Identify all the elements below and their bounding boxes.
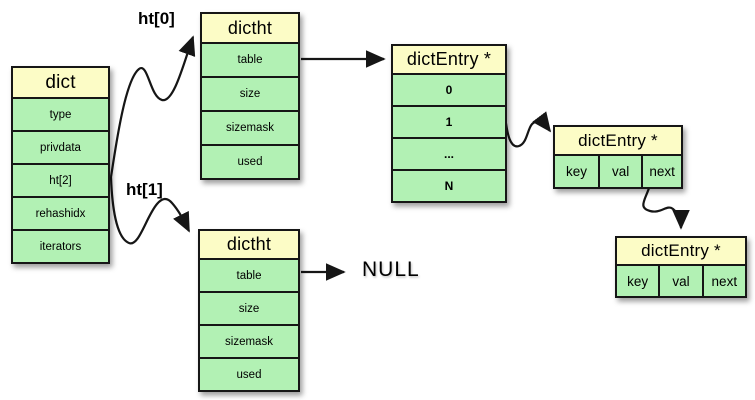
arrow-ht0 bbox=[109, 35, 196, 178]
bucket-row-1: 1 bbox=[393, 105, 505, 137]
dictht-top-row-table: table bbox=[202, 42, 298, 76]
ht0-edge-label: ht[0] bbox=[138, 9, 175, 28]
dictht-top-title: dictht bbox=[202, 14, 298, 42]
dict-box-title: dict bbox=[13, 68, 108, 97]
dictentry-node2-box: dictEntry * key val next bbox=[615, 236, 747, 298]
dictentry-node2-next: next bbox=[701, 266, 745, 296]
dictentry-node2-key: key bbox=[627, 273, 649, 289]
dictentry-node1-key: key bbox=[565, 164, 587, 179]
dictentry-node1-fields: key val next bbox=[555, 154, 681, 187]
bucket-row-0: 0 bbox=[393, 73, 505, 105]
dictht-bottom-row-table: table bbox=[200, 258, 298, 291]
dict-row-ht2: ht[2] bbox=[13, 163, 108, 196]
ht1-edge-label: ht[1] bbox=[126, 180, 163, 199]
dict-row-type: type bbox=[13, 97, 108, 130]
arrow-next-to-entry2 bbox=[642, 187, 690, 230]
dictentry-node2-title: dictEntry * bbox=[617, 238, 745, 264]
dictentry-node1-box: dictEntry * key val next bbox=[553, 125, 683, 189]
bucket-row-n: N bbox=[393, 169, 505, 201]
dictht-bottom-row-used: used bbox=[200, 357, 298, 390]
bucket-array-title: dictEntry * bbox=[393, 46, 505, 73]
dictentry-node2-val: val bbox=[658, 266, 701, 296]
dictentry-node1-val: val bbox=[597, 156, 641, 187]
arrow-bucket1-to-entry bbox=[503, 111, 552, 148]
dictentry-node2-fields: key val next bbox=[617, 264, 745, 296]
null-label: NULL bbox=[362, 258, 420, 281]
dictht-bottom-title: dictht bbox=[200, 231, 298, 258]
dictht-top-row-used: used bbox=[202, 144, 298, 178]
dictht-bottom-row-sizemask: sizemask bbox=[200, 324, 298, 357]
dict-row-rehashidx: rehashidx bbox=[13, 196, 108, 229]
dictht-top-box: dictht table size sizemask used bbox=[200, 12, 300, 180]
dictht-bottom-row-size: size bbox=[200, 291, 298, 324]
dict-row-privdata: privdata bbox=[13, 130, 108, 163]
dict-struct-box: dict type privdata ht[2] rehashidx itera… bbox=[11, 66, 110, 264]
dictht-bottom-box: dictht table size sizemask used bbox=[198, 229, 300, 392]
dictentry-bucket-array-box: dictEntry * 0 1 ... N bbox=[391, 44, 507, 203]
dictentry-node1-title: dictEntry * bbox=[555, 127, 681, 154]
dictht-top-row-size: size bbox=[202, 76, 298, 110]
dict-row-iterators: iterators bbox=[13, 229, 108, 262]
dictentry-node1-next: next bbox=[641, 156, 681, 187]
dictht-top-row-sizemask: sizemask bbox=[202, 110, 298, 144]
bucket-row-ellipsis: ... bbox=[393, 137, 505, 169]
